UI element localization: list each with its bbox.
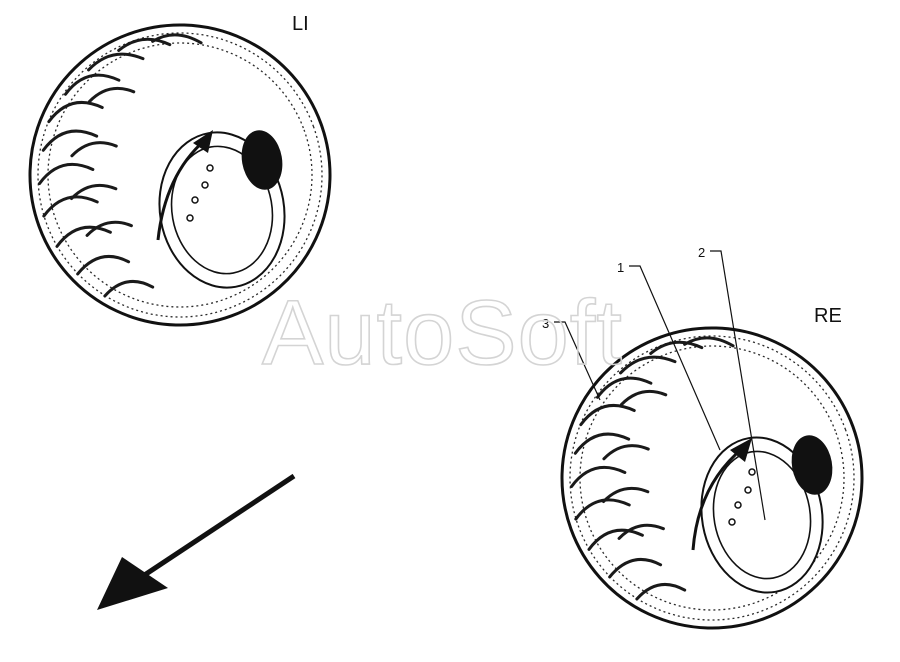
arrow-down-left-icon (97, 473, 296, 610)
arrowhead-icon (730, 438, 752, 462)
curved-arrow-icon (156, 138, 206, 241)
arrowhead-icon (193, 130, 213, 153)
svg-text:3: 3 (542, 316, 549, 331)
lug-holes-left (186, 164, 214, 222)
rim-shadow-left (241, 130, 283, 190)
callout-2: 2 (698, 245, 766, 521)
wheel-left: LI (28, 13, 332, 327)
callout-3: 3 (542, 316, 601, 401)
lug-holes-right (728, 468, 756, 526)
label-right-wheel: RE (814, 305, 842, 327)
svg-text:1: 1 (617, 260, 624, 275)
label-left-wheel: LI (292, 13, 309, 35)
callout-1: 1 (617, 260, 721, 451)
wheel-right: RE (560, 305, 864, 630)
watermark: AutoSoft (262, 282, 623, 384)
svg-text:2: 2 (698, 245, 705, 260)
rim-right (700, 436, 824, 594)
rim-shadow-right (791, 435, 833, 495)
curved-arrow-icon (691, 446, 744, 551)
